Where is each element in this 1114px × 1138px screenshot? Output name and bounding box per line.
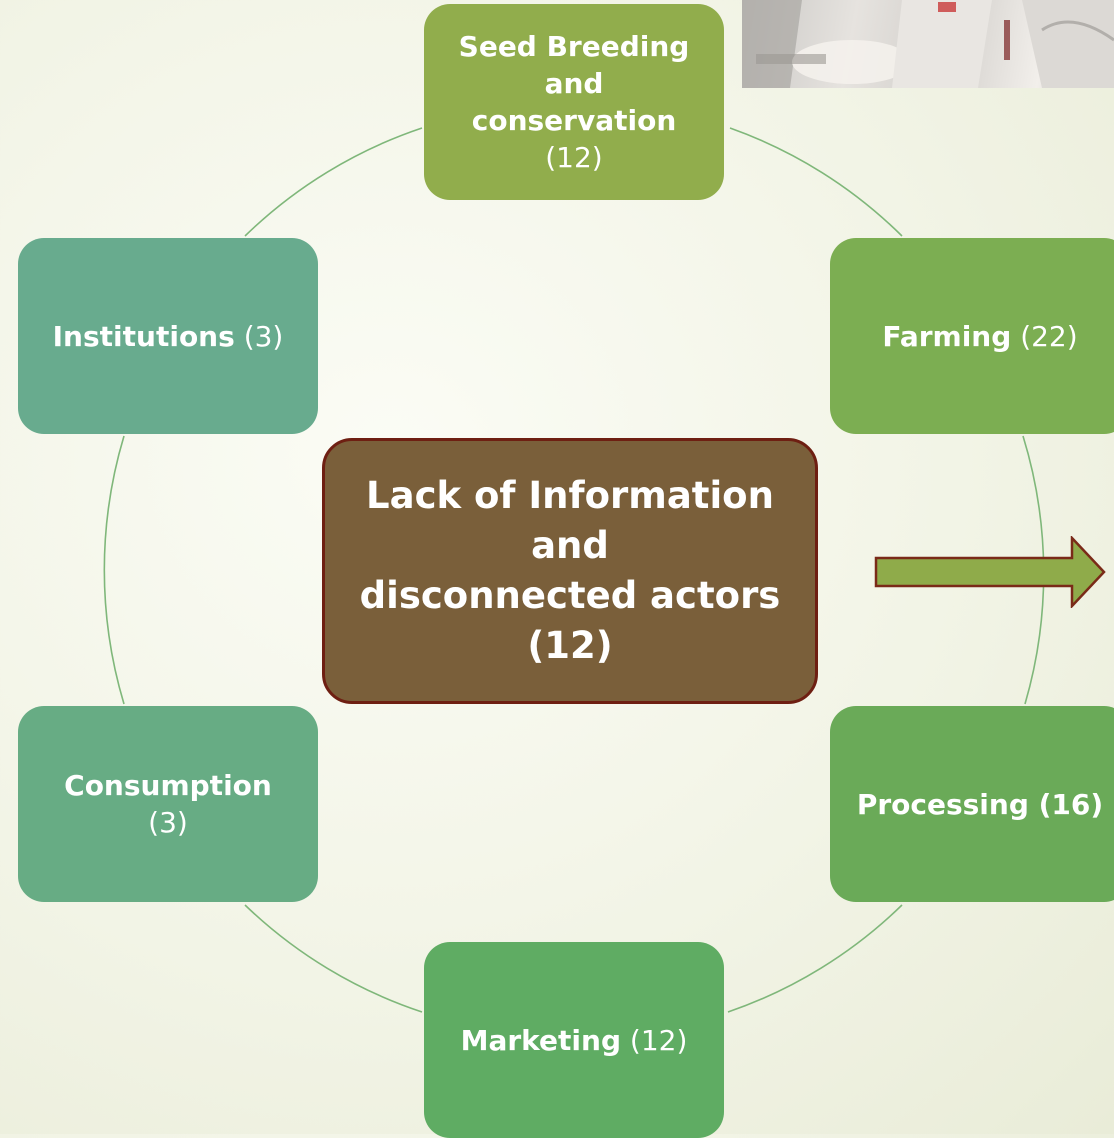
node-seed-line1: Seed Breeding <box>458 30 690 63</box>
laboratory-photo <box>742 0 1114 88</box>
connector-seed-farming <box>729 127 903 237</box>
node-consumption: Consumption (3) <box>18 706 318 902</box>
node-institutions-label: Institutions <box>52 319 235 353</box>
node-consumption-label: Consumption <box>64 769 272 802</box>
connector-processing-marketing <box>727 904 903 1013</box>
center-line2: and <box>531 524 609 567</box>
node-consumption-count: (3) <box>148 806 188 839</box>
node-seed-count: (12) <box>545 141 603 174</box>
node-marketing: Marketing (12) <box>424 942 724 1138</box>
center-line3: disconnected actors <box>359 574 781 617</box>
node-marketing-label: Marketing <box>460 1023 621 1057</box>
node-processing-label: Processing (16) <box>856 787 1104 821</box>
node-seed-line3: conservation <box>471 104 677 137</box>
node-seed-breeding: Seed Breeding and conservation (12) <box>424 4 724 200</box>
connector-consumption-institutions <box>103 435 125 705</box>
node-farming: Farming (22) <box>830 238 1114 434</box>
center-box: Lack of Information and disconnected act… <box>322 438 818 704</box>
node-farming-count: (22) <box>1020 319 1078 353</box>
node-seed-line2: and <box>544 67 604 100</box>
connector-institutions-seed <box>244 127 423 237</box>
node-institutions-count: (3) <box>243 319 284 353</box>
node-farming-label: Farming <box>882 319 1012 353</box>
connector-marketing-consumption <box>244 904 423 1013</box>
center-line4: (12) <box>527 624 613 667</box>
node-processing: Processing (16) <box>830 706 1114 902</box>
center-line1: Lack of Information <box>366 474 774 517</box>
right-arrow-icon <box>874 536 1106 608</box>
node-institutions: Institutions (3) <box>18 238 318 434</box>
node-marketing-count: (12) <box>629 1023 688 1057</box>
